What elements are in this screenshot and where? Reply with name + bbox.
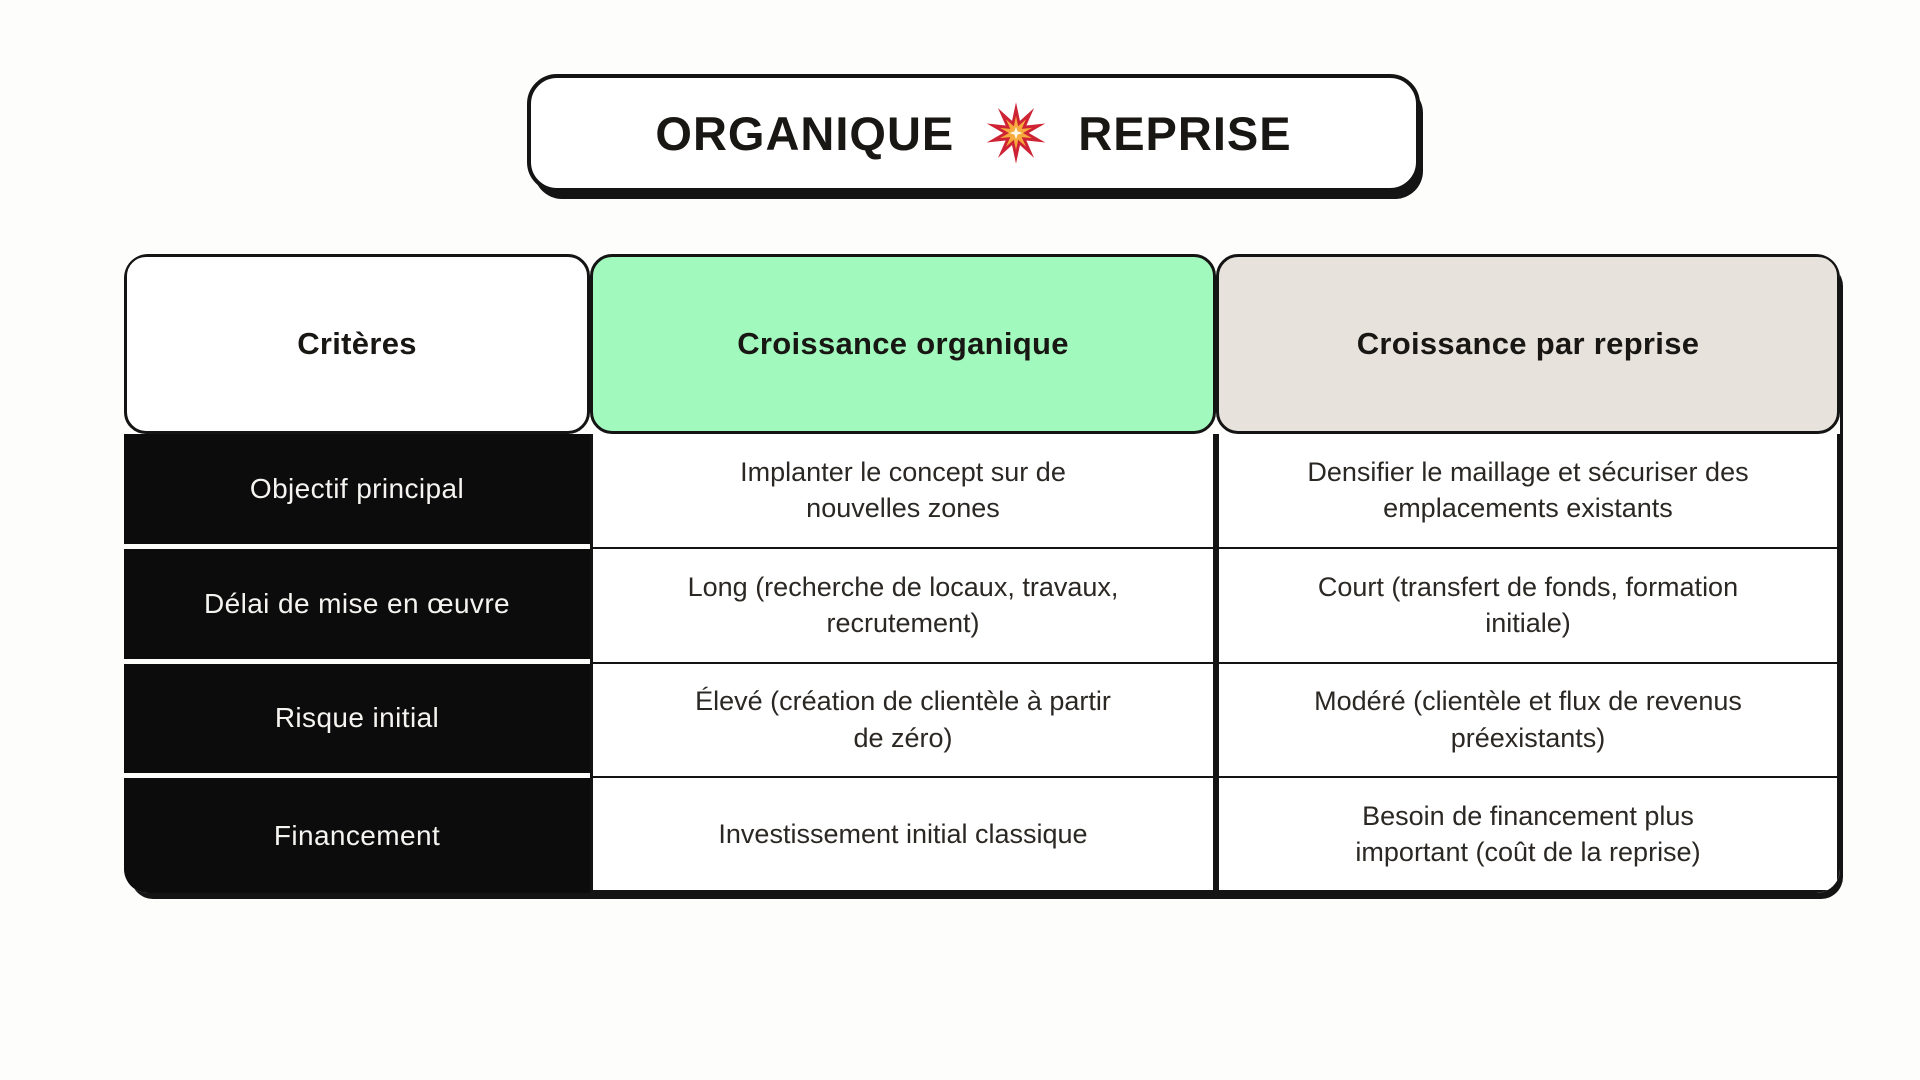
- reprise-cell: Besoin de financement plus important (co…: [1216, 778, 1840, 893]
- title-text-left: ORGANIQUE: [655, 106, 955, 160]
- table-body: Objectif principal Implanter le concept …: [124, 434, 1840, 893]
- table-row: Risque initial Élevé (création de client…: [124, 663, 1840, 779]
- header-cell-croissance-organique: Croissance organique: [590, 254, 1216, 434]
- collision-burst-icon: [987, 102, 1046, 164]
- organique-cell: Long (recherche de locaux, travaux, recr…: [590, 548, 1216, 664]
- reprise-cell: Court (transfert de fonds, formation ini…: [1216, 548, 1840, 664]
- organique-cell: Implanter le concept sur de nouvelles zo…: [590, 434, 1216, 549]
- organique-cell: Élevé (création de clientèle à partir de…: [590, 663, 1216, 779]
- comparison-table: Critères Croissance organique Croissance…: [124, 254, 1840, 893]
- title-text-right: REPRISE: [1078, 106, 1292, 160]
- criterion-cell: Objectif principal: [124, 434, 590, 549]
- organique-cell: Investissement initial classique: [590, 778, 1216, 893]
- header-cell-croissance-par-reprise: Croissance par reprise: [1216, 254, 1840, 434]
- criterion-cell: Risque initial: [124, 663, 590, 779]
- table-row: Financement Investissement initial class…: [124, 778, 1840, 893]
- criterion-cell: Financement: [124, 778, 590, 893]
- reprise-cell: Densifier le maillage et sécuriser des e…: [1216, 434, 1840, 549]
- table-row: Objectif principal Implanter le concept …: [124, 434, 1840, 549]
- reprise-cell: Modéré (clientèle et flux de revenus pré…: [1216, 663, 1840, 779]
- title-banner: ORGANIQUE REPRISE: [527, 74, 1420, 192]
- criterion-cell: Délai de mise en œuvre: [124, 548, 590, 664]
- header-cell-criteres: Critères: [124, 254, 590, 434]
- table-row: Délai de mise en œuvre Long (recherche d…: [124, 548, 1840, 664]
- table-header-row: Critères Croissance organique Croissance…: [124, 254, 1840, 434]
